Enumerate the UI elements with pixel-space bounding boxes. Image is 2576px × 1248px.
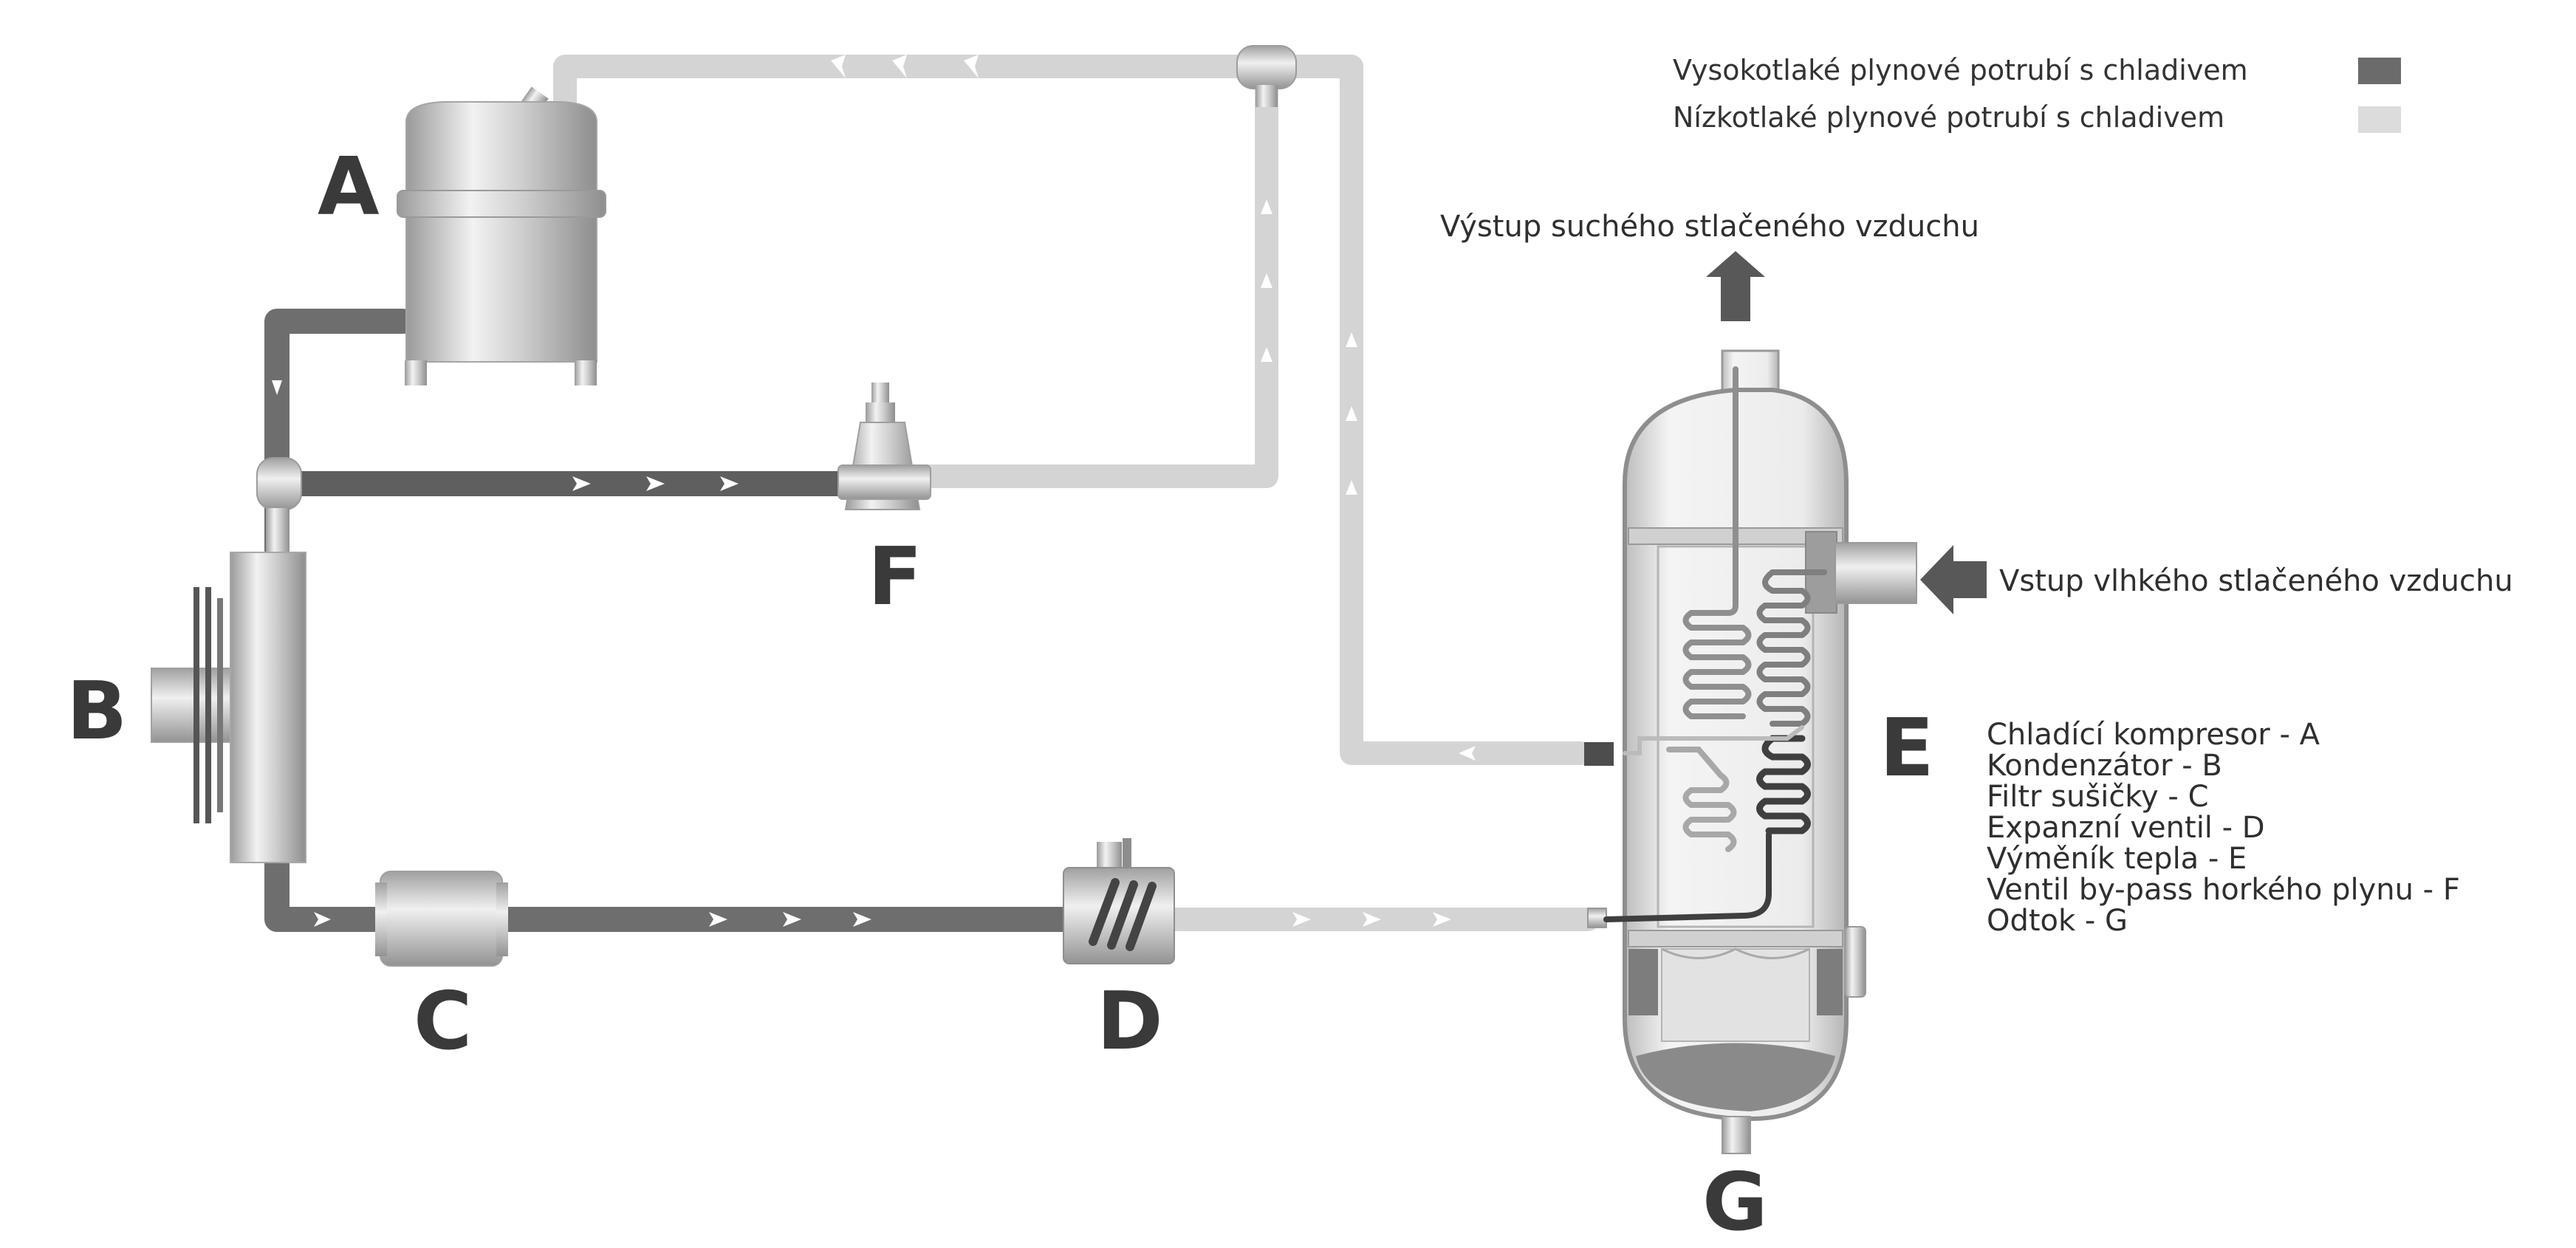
arrow-right-icon (853, 912, 871, 927)
arrow-right-icon (1292, 912, 1311, 927)
arrow-down-icon (272, 380, 282, 395)
arrows-right-liquid (709, 912, 871, 927)
arrow-left-icon (892, 55, 907, 78)
component-item: Výměník tepla - E (1987, 842, 2247, 876)
arrow-up-icon (1261, 273, 1272, 288)
arrows-right-bypass (572, 476, 739, 491)
component-item: Filtr sušičky - C (1987, 780, 2209, 814)
component-item: Kondenzátor - B (1987, 749, 2222, 783)
arrow-up-icon (1346, 332, 1357, 347)
arrow-right-icon (646, 476, 665, 491)
filter-c (375, 871, 508, 967)
compressor-a (397, 86, 606, 385)
arrows-up-return (1346, 332, 1357, 495)
arrow-left-icon (964, 55, 979, 78)
arrow-right-icon (783, 912, 801, 927)
component-item: Ventil by-pass horkého plynu - F (1987, 873, 2460, 907)
legend-low-pressure-swatch (2358, 106, 2401, 133)
component-item: Expanzní ventil - D (1987, 811, 2265, 845)
tee-fitting-left (256, 457, 302, 552)
component-item: Odtok - G (1987, 904, 2128, 938)
label-f: F (868, 531, 922, 623)
legend-low-pressure-label: Nízkotlaké plynové potrubí s chladivem (1673, 101, 2224, 134)
arrow-left-icon (831, 55, 846, 78)
legend-high-pressure-swatch (2358, 58, 2401, 84)
arrow-up-icon (1346, 480, 1357, 495)
component-item: Chladící kompresor - A (1987, 718, 2320, 752)
arrows-right-evap (1292, 912, 1451, 927)
arrow-right-icon (709, 912, 727, 927)
legend: Vysokotlaké plynové potrubí s chladivem … (1673, 54, 2401, 134)
high-pressure-pipe-compressor-out (264, 309, 415, 563)
low-pressure-pipe-bypass (911, 77, 1278, 488)
arrow-up-icon (1346, 406, 1357, 421)
heat-exchanger-e (1584, 349, 1917, 1154)
air-in-label: Vstup vlhkého stlačeného vzduchu (1999, 564, 2513, 598)
arrows-top-left (831, 55, 979, 78)
tee-fitting-top (1236, 45, 1297, 107)
arrows-up-bypass (1261, 199, 1272, 362)
expansion-valve-d (1063, 838, 1175, 964)
high-pressure-pipe-liquid-line (264, 844, 1106, 932)
condenser-b (151, 552, 306, 863)
arrow-right-icon (314, 912, 331, 927)
arrow-right-icon (720, 476, 739, 491)
legend-high-pressure-label: Vysokotlaké plynové potrubí s chladivem (1673, 54, 2248, 86)
air-out-arrow-icon (1706, 251, 1765, 321)
arrow-right-icon (1363, 912, 1381, 927)
arrow-up-icon (1261, 347, 1272, 362)
label-b: B (66, 665, 127, 758)
flow-arrows (272, 55, 1476, 927)
label-d: D (1097, 976, 1163, 1068)
arrow-right-icon (572, 476, 591, 491)
label-g: G (1702, 1156, 1768, 1248)
label-e: E (1880, 702, 1934, 795)
label-a: A (318, 141, 380, 233)
bypass-valve-f (837, 383, 931, 510)
arrow-up-icon (1261, 199, 1272, 214)
component-list: Chladící kompresor - A Kondenzátor - B F… (1987, 718, 2460, 938)
air-in-arrow-icon (1920, 545, 1987, 614)
arrow-right-icon (1433, 912, 1451, 927)
label-c: C (414, 976, 472, 1068)
air-out-label: Výstup suchého stlačeného vzduchu (1440, 210, 1979, 244)
low-pressure-pipe-return (553, 55, 1592, 765)
arrow-left-icon (1459, 746, 1476, 761)
